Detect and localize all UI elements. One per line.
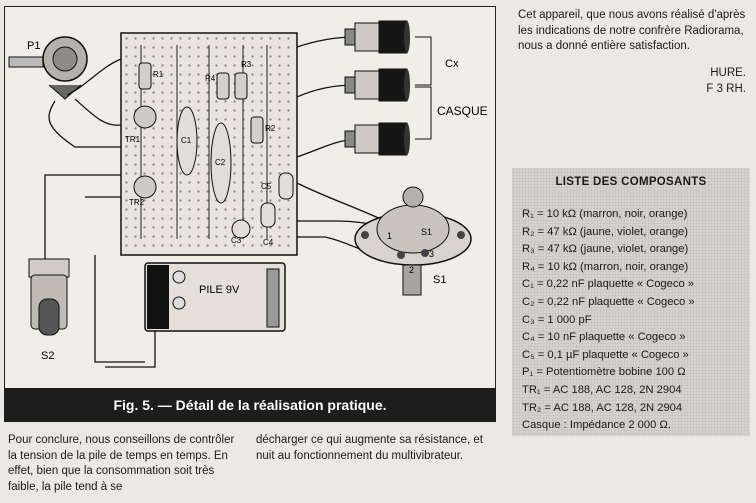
list-item: Casque : Impédance 2 000 Ω.	[522, 419, 671, 432]
jack-sockets	[344, 20, 410, 156]
label-tr1: TR1	[125, 135, 141, 144]
label-cx: Cx	[445, 58, 459, 70]
list-item: C₃ = 1 000 pF	[522, 313, 592, 326]
potentiometer-p1	[8, 36, 88, 100]
label-sw-1: 1	[387, 231, 392, 241]
label-r3: R3	[241, 60, 252, 69]
signature-line-1: HURE.	[710, 67, 746, 79]
list-item: R₁ = 10 kΩ (marron, noir, orange)	[522, 208, 688, 220]
wiring-figure: P1	[4, 6, 496, 422]
figure-caption-text: Fig. 5. — Détail de la réalisation prati…	[113, 397, 387, 413]
body-column-left: Pour conclure, nous conseillons de contr…	[8, 434, 235, 493]
list-item: C₅ = 0,1 µF plaquette « Cogeco »	[522, 348, 689, 361]
parts-title: LISTE DES COMPOSANTS	[555, 176, 707, 188]
transistors	[133, 105, 157, 199]
label-r1: R1	[153, 70, 164, 79]
capacitors	[176, 106, 294, 239]
battery-label: PILE 9V	[199, 284, 240, 296]
parts-list: R₁ = 10 kΩ (marron, noir, orange) R₂ = 4…	[522, 206, 695, 435]
intro-paragraph: Cet appareil, que nous avons réalisé d'a…	[518, 9, 746, 52]
toggle-switch-s2	[28, 258, 70, 336]
list-item: TR₁ = AC 188, AC 128, 2N 2904	[522, 383, 682, 396]
label-casque: CASQUE	[437, 104, 488, 118]
resistors	[138, 62, 264, 144]
label-sw-2: 2	[409, 265, 414, 275]
label-s2: S2	[41, 350, 54, 362]
label-tr2: TR2	[129, 198, 145, 207]
list-item: P₁ = Potentiomètre bobine 100 Ω	[522, 366, 686, 379]
list-item: C₄ = 10 nF plaquette « Cogeco »	[522, 331, 686, 344]
label-sw-3: 3	[429, 249, 434, 259]
list-item: TR₂ = AC 188, AC 128, 2N 2904	[522, 401, 683, 414]
signature-line-2: F 3 RH.	[706, 82, 746, 95]
list-item: C₂ = 0,22 nF plaquette « Cogeco »	[522, 295, 695, 308]
wiring-diagram: P1	[8, 20, 488, 368]
signature: HURE. F 3 RH.	[660, 66, 746, 97]
list-item: R₃ = 47 kΩ (jaune, violet, orange)	[522, 243, 689, 256]
label-r2: R2	[265, 124, 276, 133]
list-item: C₁ = 0,22 nF plaquette « Cogeco »	[522, 278, 695, 291]
list-item: R₄ = 10 kΩ (marron, noir, orange)	[522, 260, 689, 273]
label-c4: C4	[263, 238, 274, 247]
label-s1-top: S1	[421, 227, 432, 237]
body-column-middle: décharger ce qui augmente sa résistance,…	[256, 434, 483, 462]
figure-caption: Fig. 5. — Détail de la réalisation prati…	[4, 388, 496, 422]
label-r4: R4	[205, 74, 216, 83]
battery-9v	[144, 262, 286, 332]
label-c5: C5	[261, 182, 272, 191]
label-c3: C3	[231, 236, 242, 245]
parts-list-box: LISTE DES COMPOSANTS R₁ = 10 kΩ (marron,…	[512, 168, 750, 436]
label-c1: C1	[181, 136, 192, 145]
label-c2: C2	[215, 158, 226, 167]
list-item: R₂ = 47 kΩ (jaune, violet, orange)	[522, 225, 688, 238]
label-p1: P1	[27, 40, 40, 52]
label-s1: S1	[433, 274, 446, 286]
rotary-switch-s1	[354, 186, 472, 296]
